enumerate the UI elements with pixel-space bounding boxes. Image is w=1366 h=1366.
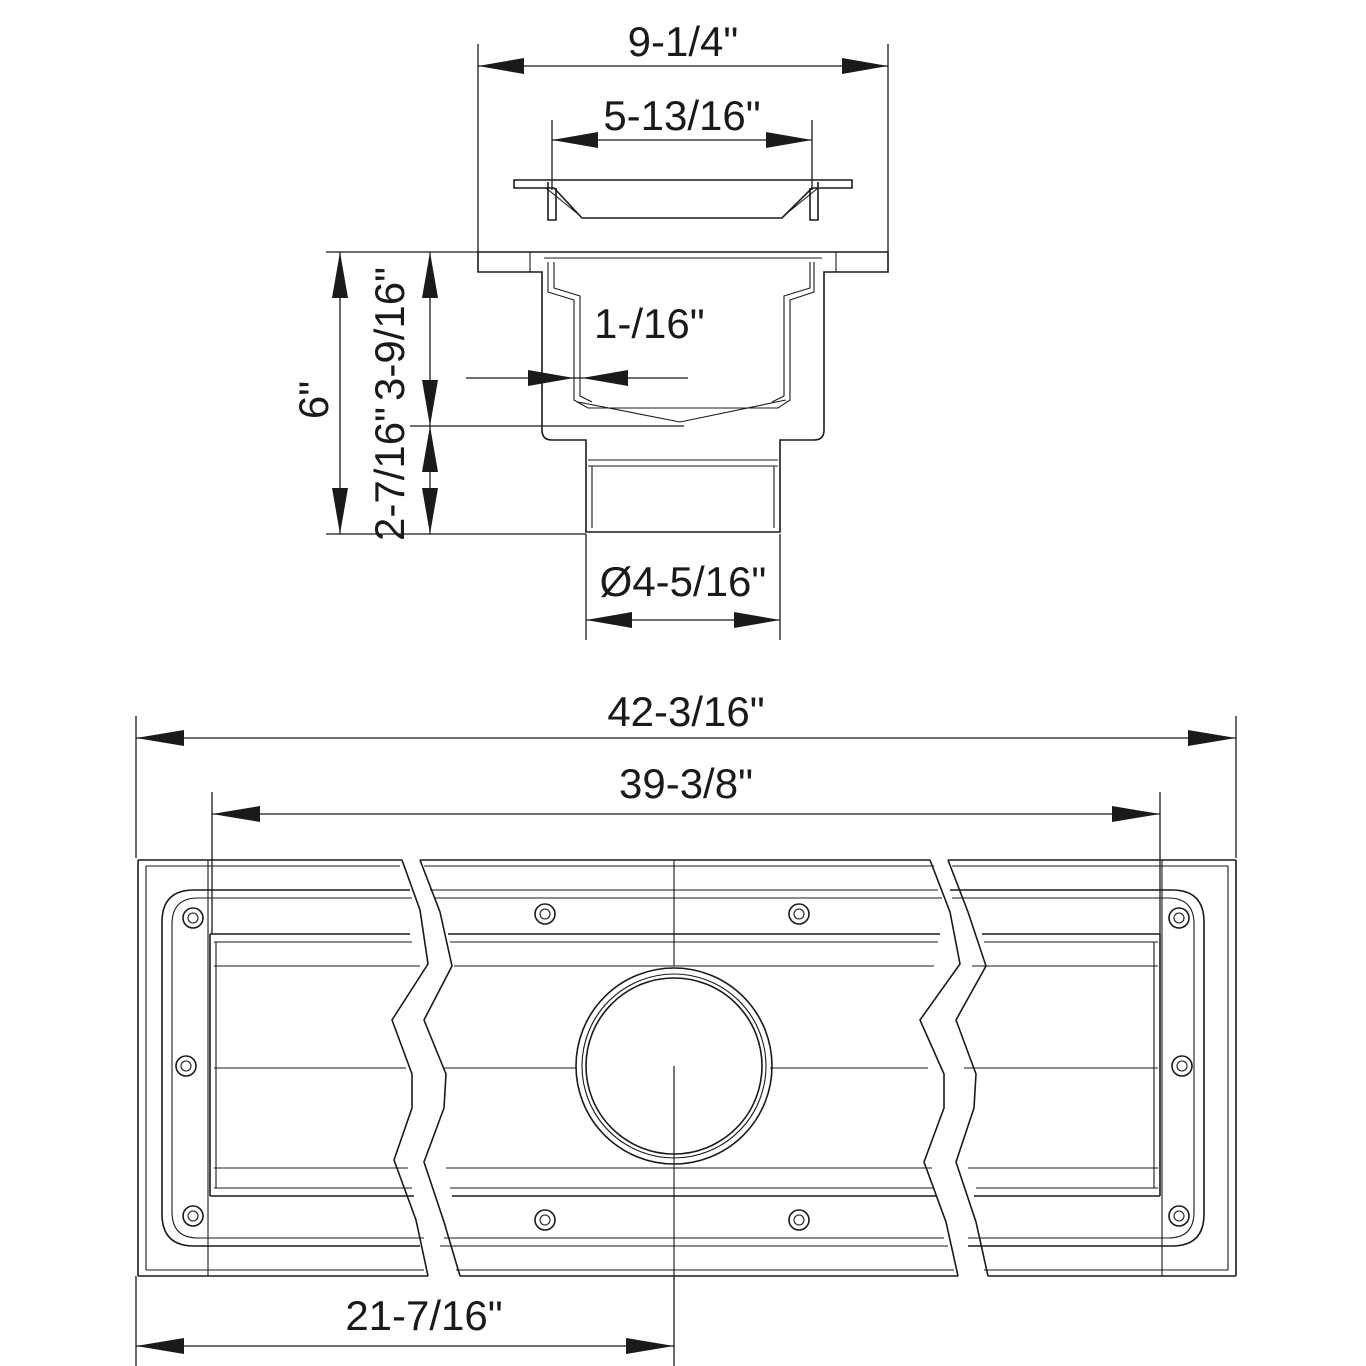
- dim-label-wall-thickness: 1-/16": [594, 300, 705, 347]
- bolt: [175, 1055, 197, 1077]
- dim-label-total-height: 6": [290, 381, 337, 419]
- dim-top-width: 9-1/4": [477, 18, 889, 252]
- side-view: 9-1/4" 5-13/16" 1-/16": [290, 18, 889, 640]
- dim-label-top-width: 9-1/4": [628, 18, 739, 65]
- bolt: [1168, 1205, 1190, 1227]
- dim-outlet-offset: 21-7/16": [135, 1276, 675, 1366]
- grate-profile: [513, 179, 853, 221]
- plan-view: 42-3/16" 39-3/8" 21-7/16": [135, 688, 1237, 1366]
- dim-label-outlet-height: 2-7/16": [366, 407, 413, 541]
- bolt: [788, 903, 810, 925]
- dim-inner-width: 5-13/16": [551, 92, 813, 190]
- channel-body: [477, 251, 889, 533]
- bolt: [182, 907, 204, 929]
- dim-label-body-height: 3-9/16": [366, 267, 413, 401]
- plan-outer-flange: [137, 859, 1237, 1277]
- dim-label-outlet-offset: 21-7/16": [345, 1292, 502, 1339]
- break-lines: [391, 859, 989, 1277]
- bolt: [1171, 1055, 1193, 1077]
- bolt: [788, 1209, 810, 1231]
- bolt: [534, 903, 556, 925]
- dim-label-inner-width: 5-13/16": [603, 92, 760, 139]
- bolt: [1168, 907, 1190, 929]
- dim-wall-thickness: 1-/16": [466, 300, 705, 386]
- dim-label-total-length: 42-3/16": [607, 688, 764, 735]
- dim-outlet-diameter: Ø4-5/16": [585, 534, 781, 640]
- dim-inner-length: 39-3/8": [211, 760, 1161, 934]
- dim-heights: 6" 3-9/16" 2-7/16": [290, 251, 684, 541]
- plan-channel: [209, 860, 1161, 1276]
- plan-inner-frame: [161, 889, 1205, 1247]
- bolts: [175, 903, 1193, 1231]
- outlet: [575, 967, 773, 1165]
- bolt: [534, 1209, 556, 1231]
- dim-total-length: 42-3/16": [135, 688, 1237, 858]
- bolt: [182, 1205, 204, 1227]
- dim-label-inner-length: 39-3/8": [619, 760, 753, 807]
- dim-label-outlet-diameter: Ø4-5/16": [600, 558, 767, 605]
